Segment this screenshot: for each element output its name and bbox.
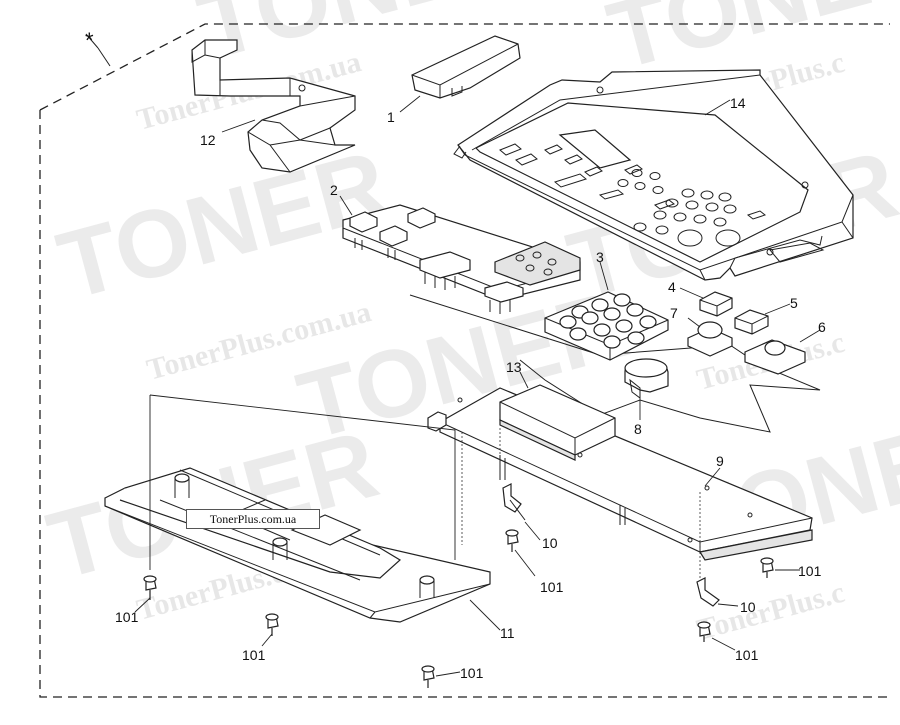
callout-3: 3 xyxy=(596,249,604,265)
part-4-key: 4 xyxy=(668,279,733,317)
part-10-clip-left: 10 xyxy=(502,483,558,551)
screw-101-d: 101 xyxy=(505,529,564,595)
part-5-key: 5 xyxy=(734,295,798,335)
assembly-guide-lines xyxy=(149,394,701,580)
part-14-panel-cover: 14 xyxy=(453,69,854,281)
callout-101-b: 101 xyxy=(242,647,266,663)
callout-8: 8 xyxy=(634,421,642,437)
watermark-stamp: TonerPlus.com.ua xyxy=(186,509,320,529)
callout-9: 9 xyxy=(716,453,724,469)
callout-7: 7 xyxy=(670,305,678,321)
part-13-module: 13 xyxy=(499,359,616,461)
callout-1: 1 xyxy=(387,109,395,125)
callout-12: 12 xyxy=(200,132,216,148)
screw-101-c: 101 xyxy=(421,665,484,688)
part-1-cover: 1 xyxy=(387,35,521,125)
callout-10-right: 10 xyxy=(740,599,756,615)
screw-101-f: 101 xyxy=(697,621,759,663)
callout-13: 13 xyxy=(506,359,522,375)
callout-10-left: 10 xyxy=(542,535,558,551)
callout-101-a: 101 xyxy=(115,609,139,625)
part-10-clip-right: 10 xyxy=(696,577,756,615)
part-2-switch-board: 2 xyxy=(330,182,821,433)
assembly-boundary: * xyxy=(39,23,890,698)
watermark-url-6: TonerPlus.c xyxy=(693,576,848,647)
asterisk-marker: * xyxy=(85,28,94,53)
callout-11: 11 xyxy=(500,625,515,641)
callout-101-f: 101 xyxy=(735,647,759,663)
callout-2: 2 xyxy=(330,182,338,198)
callout-4: 4 xyxy=(668,279,676,295)
callout-14: 14 xyxy=(730,95,746,111)
callout-101-e: 101 xyxy=(798,563,822,579)
callout-5: 5 xyxy=(790,295,798,311)
callout-6: 6 xyxy=(818,319,826,335)
part-3-keypad: 3 xyxy=(544,249,669,361)
callout-101-c: 101 xyxy=(460,665,484,681)
part-7-button: 7 xyxy=(670,305,733,357)
screw-101-b: 101 xyxy=(242,613,279,663)
part-8-buzzer: 8 xyxy=(624,358,669,437)
screw-101-e: 101 xyxy=(760,557,822,579)
part-6-button: 6 xyxy=(744,319,826,375)
screw-101-a: 101 xyxy=(115,575,157,625)
callout-101-d: 101 xyxy=(540,579,564,595)
part-12-bracket: 12 xyxy=(191,39,356,173)
